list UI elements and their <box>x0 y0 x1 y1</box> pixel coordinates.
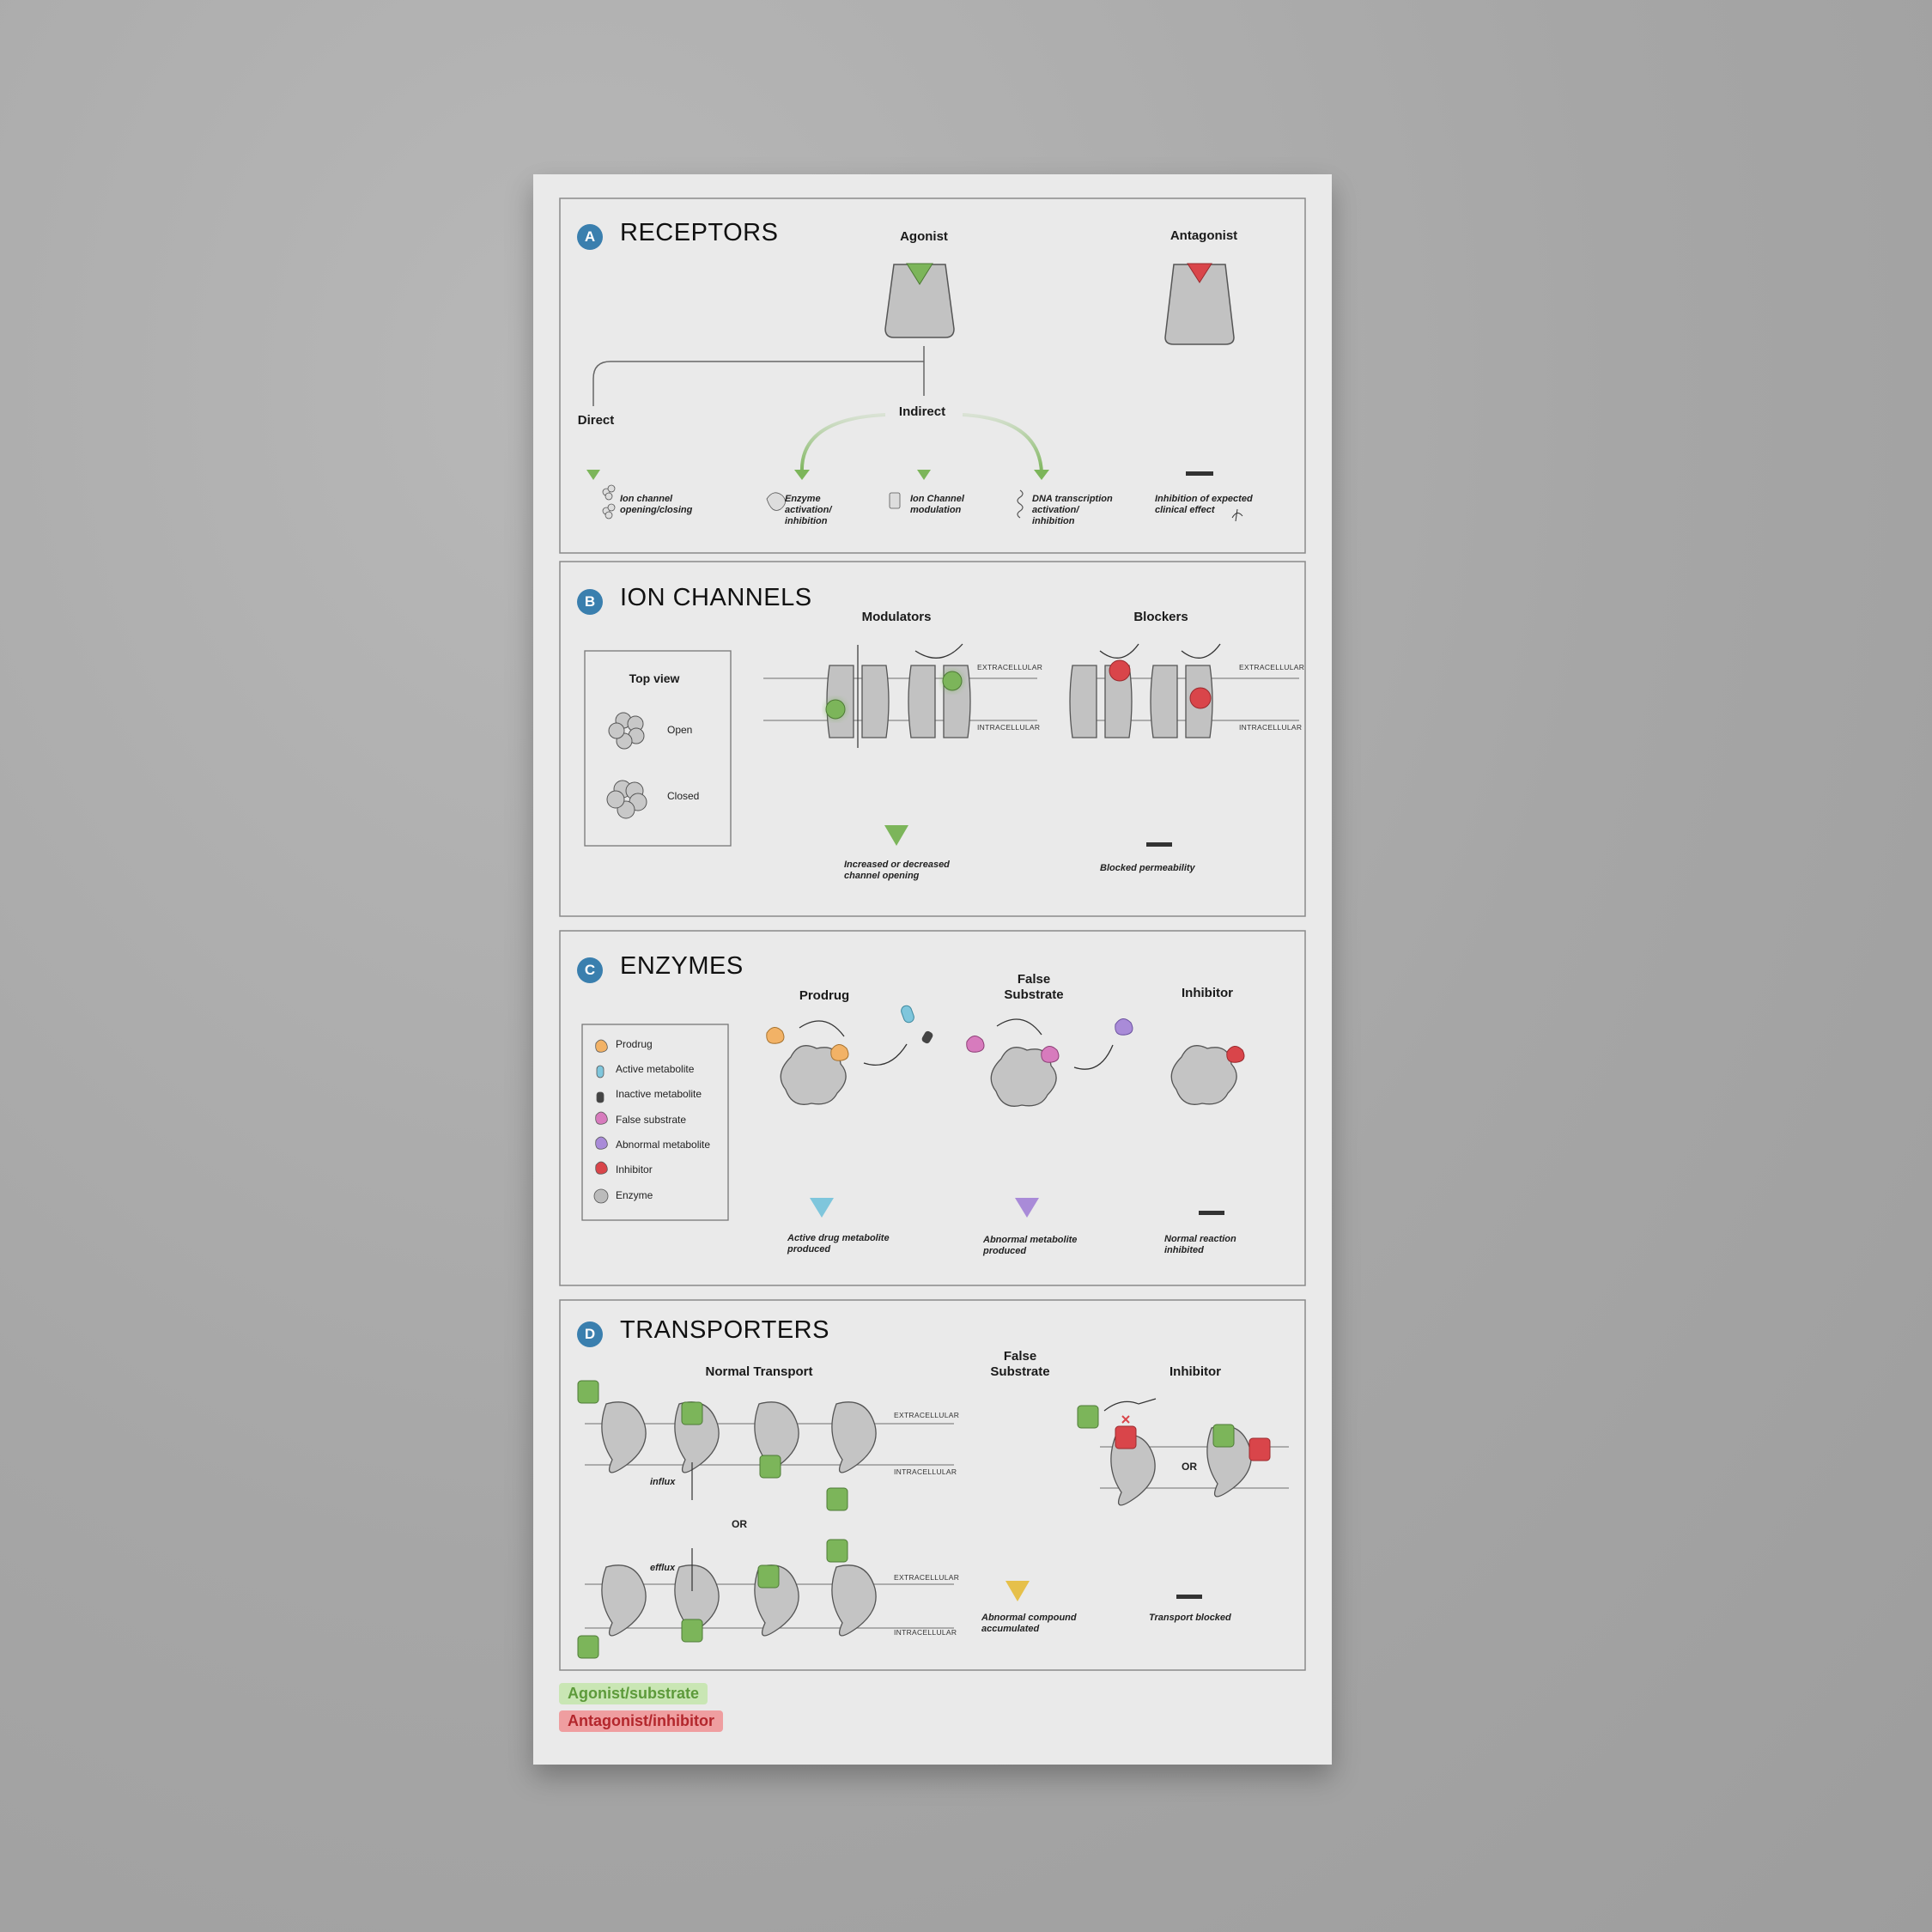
legend-enzyme: Enzyme <box>616 1189 653 1201</box>
legend-abnormal-metabolite: Abnormal metabolite <box>616 1139 711 1151</box>
legend-prodrug: Prodrug <box>616 1038 653 1050</box>
prodrug-heading: Prodrug <box>799 988 850 1003</box>
ion-channels-title: ION CHANNELS <box>620 584 812 611</box>
transport-false-note: Abnormal compound accumulated <box>981 1613 1077 1634</box>
agonist-heading: Agonist <box>900 229 948 244</box>
closed-label: Closed <box>667 790 700 802</box>
extracellular-label-2: EXTRACELLULAR <box>1239 663 1305 671</box>
inhibition-note: Inhibition of expected clinical effect <box>1155 494 1253 515</box>
top-view-heading: Top view <box>629 671 680 685</box>
transporters-diagram <box>577 1380 1289 1659</box>
receptors-diagram <box>586 263 1243 522</box>
enzyme-inhibitor-note: Normal reaction inhibited <box>1164 1234 1236 1255</box>
open-label: Open <box>667 724 693 736</box>
transport-extracellular-2: EXTRACELLULAR <box>894 1573 960 1582</box>
prodrug-note: Active drug metabolite produced <box>787 1233 890 1255</box>
enzyme-inhibitor-heading: Inhibitor <box>1182 986 1233 1000</box>
intracellular-label: INTRACELLULAR <box>977 723 1041 732</box>
ion-modulation-note: Ion Channel modulation <box>910 494 964 515</box>
blockers-note: Blocked permeability <box>1100 863 1195 873</box>
transport-extracellular-1: EXTRACELLULAR <box>894 1411 960 1419</box>
modulators-note: Increased or decreased channel opening <box>844 860 950 881</box>
transport-inhibitor-heading: Inhibitor <box>1170 1364 1221 1379</box>
enzyme-note: Enzyme activation/ inhibition <box>785 494 832 526</box>
dna-note: DNA transcription activation/ inhibition <box>1032 494 1113 526</box>
key-antagonist: Antagonist/inhibitor <box>559 1710 723 1732</box>
false-substrate-note: Abnormal metabolite produced <box>983 1235 1078 1256</box>
poster: A RECEPTORS Agonist Antagonist Direct In… <box>533 174 1332 1765</box>
efflux-label: efflux <box>650 1563 676 1573</box>
transporters-title: TRANSPORTERS <box>620 1316 829 1344</box>
transport-intracellular-2: INTRACELLULAR <box>894 1628 957 1637</box>
enzymes-title: ENZYMES <box>620 952 744 980</box>
section-c-badge: C <box>577 957 603 983</box>
antagonist-receptor <box>1164 264 1235 345</box>
influx-label: influx <box>650 1477 676 1487</box>
or-label-2: OR <box>1182 1461 1197 1473</box>
agonist-receptor <box>884 264 955 338</box>
false-substrate-heading: False Substrate <box>1004 972 1064 1002</box>
antagonist-heading: Antagonist <box>1170 228 1238 243</box>
legend-active-metabolite: Active metabolite <box>616 1063 695 1075</box>
transport-intracellular-1: INTRACELLULAR <box>894 1467 957 1476</box>
ion-channels-diagram <box>584 643 1299 847</box>
enzymes-diagram <box>581 1005 1245 1221</box>
blockers-heading: Blockers <box>1133 610 1188 624</box>
or-label-1: OR <box>732 1518 747 1530</box>
intracellular-label-2: INTRACELLULAR <box>1239 723 1303 732</box>
poster-artwork <box>559 197 1306 1671</box>
direct-label: Direct <box>577 413 615 428</box>
indirect-label: Indirect <box>898 404 946 419</box>
modulators-heading: Modulators <box>861 610 932 624</box>
panel-frames <box>559 197 1306 1671</box>
section-b-badge: B <box>577 589 603 615</box>
legend-inhibitor: Inhibitor <box>616 1163 653 1176</box>
legend-false-substrate: False substrate <box>616 1114 687 1126</box>
antagonist-molecule <box>1187 263 1212 283</box>
ion-channel-note: Ion channel opening/closing <box>620 494 693 515</box>
section-d-badge: D <box>577 1321 603 1347</box>
key-agonist: Agonist/substrate <box>559 1683 708 1704</box>
legend-inactive-metabolite: Inactive metabolite <box>616 1088 702 1100</box>
transport-false-substrate-heading: False Substrate <box>990 1349 1050 1379</box>
agonist-molecule <box>906 263 933 285</box>
section-a-badge: A <box>577 224 603 250</box>
extracellular-label: EXTRACELLULAR <box>977 663 1043 671</box>
transport-blocked-note: Transport blocked <box>1149 1613 1231 1623</box>
normal-transport-heading: Normal Transport <box>705 1364 813 1379</box>
receptors-title: RECEPTORS <box>620 219 779 246</box>
